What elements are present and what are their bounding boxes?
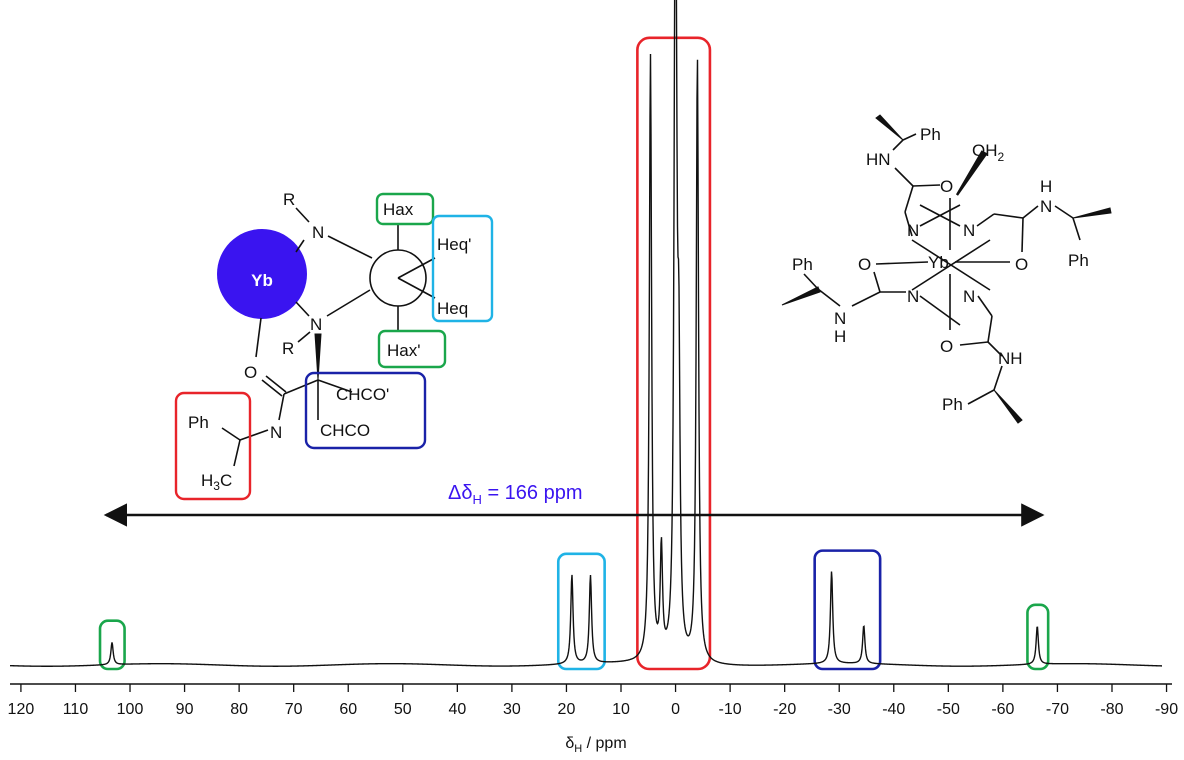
peak-group-box: [813, 549, 882, 671]
box-chco: [304, 371, 427, 450]
r-n-bl: N: [907, 287, 919, 306]
peak-group-box: [98, 619, 126, 671]
r-h-right: H: [1040, 177, 1052, 196]
r-ph-bottom: Ph: [942, 395, 963, 414]
r-ph-right: Ph: [1068, 251, 1089, 270]
x-tick-label: -90: [1155, 701, 1178, 718]
chco-prime-label: CHCO': [336, 385, 389, 404]
x-tick-label: -10: [719, 701, 742, 718]
right-complex-structure: Ph OH2 HN O N N O H N Ph Yb Ph O: [781, 114, 1112, 424]
r-ph-top: Ph: [920, 125, 941, 144]
yb-atom-label: Yb: [251, 271, 273, 290]
n-bottom-label: N: [310, 315, 322, 334]
heq-prime-label: Heq': [437, 235, 471, 254]
peak-group-box: [1026, 603, 1050, 671]
r-n-tl: N: [907, 221, 919, 240]
x-tick-label: -70: [1046, 701, 1069, 718]
r-yb: Yb: [928, 253, 949, 272]
r-o-top: O: [940, 177, 953, 196]
r-top-label: R: [283, 190, 295, 209]
r-n-right-amide: N: [1040, 197, 1052, 216]
ch3-label: H3C: [201, 471, 232, 493]
x-tick-label: 70: [285, 701, 303, 718]
hax-prime-label: Hax': [387, 341, 420, 360]
x-tick-label: 100: [117, 701, 144, 718]
x-tick-label: 50: [394, 701, 412, 718]
heq-label: Heq: [437, 299, 468, 318]
x-tick-label: 110: [63, 701, 89, 718]
n-amide-label: N: [270, 423, 282, 442]
x-tick-label: 90: [176, 701, 194, 718]
r-n-left-amide: N: [834, 309, 846, 328]
r-nh-bottom: NH: [998, 349, 1023, 368]
peak-group-box: [556, 552, 606, 671]
r-h-left: H: [834, 327, 846, 346]
x-tick-label: 60: [339, 701, 357, 718]
x-tick-label: 120: [8, 701, 35, 718]
r-n-br: N: [963, 287, 975, 306]
r-n-tr: N: [963, 221, 975, 240]
x-tick-label: -80: [1100, 701, 1123, 718]
x-tick-label: 40: [448, 701, 466, 718]
x-tick-label: -60: [991, 701, 1014, 718]
r-oh2: OH2: [972, 141, 1005, 164]
r-o-left: O: [858, 255, 871, 274]
box-hax: [375, 192, 435, 226]
r-hn-top: HN: [866, 150, 891, 169]
x-tick-label: -50: [937, 701, 960, 718]
r-ph-left: Ph: [792, 255, 813, 274]
ph-label: Ph: [188, 413, 209, 432]
x-tick-label: 30: [503, 701, 521, 718]
x-tick-label: 0: [671, 701, 680, 718]
r-o-bottom: O: [940, 337, 953, 356]
x-tick-label: 80: [230, 701, 248, 718]
left-coordination-structure: Yb R N N R O N Ph H3C CHCO' CHCO Hax: [174, 190, 494, 501]
box-hax-prime: [377, 329, 447, 369]
spectrum-trace: [9, 0, 1163, 667]
peak-group-box: [636, 36, 712, 671]
x-axis-title: δH / ppm: [565, 735, 626, 755]
x-tick-label: 20: [558, 701, 576, 718]
peak-highlight-boxes: [98, 36, 1050, 671]
delta-range-label: ΔδH = 166 ppm: [448, 482, 583, 507]
o-carbonyl-label: O: [244, 363, 257, 382]
n-top-label: N: [312, 223, 324, 242]
box-ph-ch3: [174, 391, 252, 501]
hax-label: Hax: [383, 200, 414, 219]
x-tick-label: -40: [882, 701, 905, 718]
x-tick-label: -20: [773, 701, 796, 718]
yb-atom-circle: [217, 229, 307, 319]
r-bottom-label: R: [282, 339, 294, 358]
chco-label: CHCO: [320, 421, 370, 440]
x-tick-label: 10: [612, 701, 630, 718]
x-tick-label: -30: [828, 701, 851, 718]
r-o-right: O: [1015, 255, 1028, 274]
box-heq: [431, 214, 494, 323]
